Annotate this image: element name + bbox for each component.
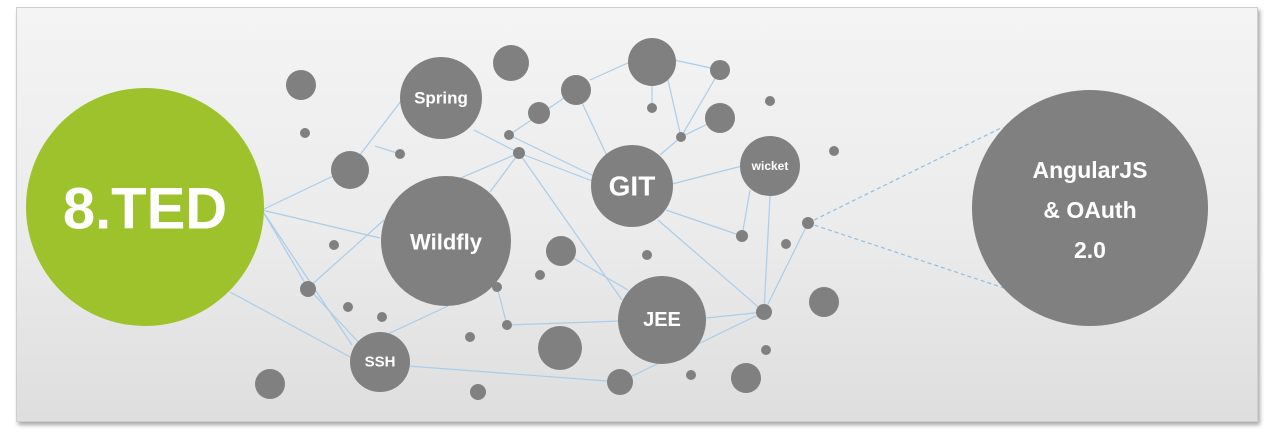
node-wildfly: Wildfly [381,176,511,306]
edge [229,291,353,359]
small-node [329,240,339,250]
angular-node-label-line3: 2.0 [1074,237,1106,263]
node-git: GIT [591,145,673,227]
small-node [561,75,591,105]
small-node [493,45,529,81]
small-node [829,146,839,156]
small-node [300,128,310,138]
small-node [765,96,775,106]
small-node [502,320,512,330]
edge [261,209,381,239]
small-node [705,103,735,133]
jee-node-label: JEE [643,309,681,331]
small-node [546,236,576,266]
small-node [761,345,771,355]
wildfly-node-label: Wildfly [410,230,483,255]
small-node [528,102,550,124]
small-node [286,70,316,100]
main-node-circle [26,88,264,326]
dashed-connectors [807,126,1008,290]
small-node [607,369,633,395]
angular-node-circle [972,90,1208,326]
small-node [676,132,686,142]
edge [680,69,721,138]
edge [506,320,621,326]
dashed-edge [807,126,1004,224]
jee-node-circle [618,276,706,364]
small-node [331,151,369,189]
edge [307,287,363,347]
edge [518,152,596,183]
edge [667,79,682,138]
node-jee: JEE [618,276,706,364]
edge [489,152,520,193]
angular-node-label-line1: AngularJS [1032,157,1147,183]
git-node-label: GIT [609,171,656,202]
edge [763,195,771,313]
edge [589,61,631,81]
small-node [465,332,475,342]
small-node [647,103,657,113]
small-node [255,369,285,399]
node-main: 8.TED [26,88,264,326]
wicket-node-label: wicket [751,159,789,173]
small-node [710,60,730,80]
wildfly-node-circle [381,176,511,306]
small-node [513,147,525,159]
edge [508,134,595,177]
node-angular: AngularJS & OAuth 2.0 [972,90,1208,326]
edge [261,209,309,289]
small-node [642,250,652,260]
small-node [731,363,761,393]
small-node [538,326,582,370]
small-node [781,239,791,249]
small-node [686,370,696,380]
edge [473,129,520,154]
edge [705,311,765,319]
main-node-label: 8.TED [63,177,227,242]
edge [518,152,623,301]
edge [671,165,743,185]
node-spring: Spring [400,57,482,139]
small-node [756,304,772,320]
small-node [343,302,353,312]
small-node [377,312,387,322]
edge [763,222,809,313]
small-node [492,282,502,292]
ssh-node-label: SSH [365,354,396,371]
angular-node-label-line2: & OAuth [1043,197,1136,223]
small-node [395,149,405,159]
edge [496,286,508,326]
small-nodes [255,38,839,400]
small-node [809,287,839,317]
small-node [736,230,748,242]
edge [407,365,621,383]
small-node [504,130,514,140]
ssh-node-circle [350,332,410,392]
edge [307,219,385,289]
small-node [470,384,486,400]
node-wicket: wicket [740,136,800,196]
edge [665,209,743,237]
edge [741,189,751,237]
small-node [628,38,676,86]
git-node-circle [591,145,673,227]
node-ssh: SSH [350,332,410,392]
edge [261,209,353,346]
wicket-node-circle [740,136,800,196]
small-node [802,217,814,229]
small-node [300,281,316,297]
small-node [535,270,545,280]
edge [657,219,765,313]
spring-node-circle [400,57,482,139]
spring-node-label: Spring [414,89,468,108]
